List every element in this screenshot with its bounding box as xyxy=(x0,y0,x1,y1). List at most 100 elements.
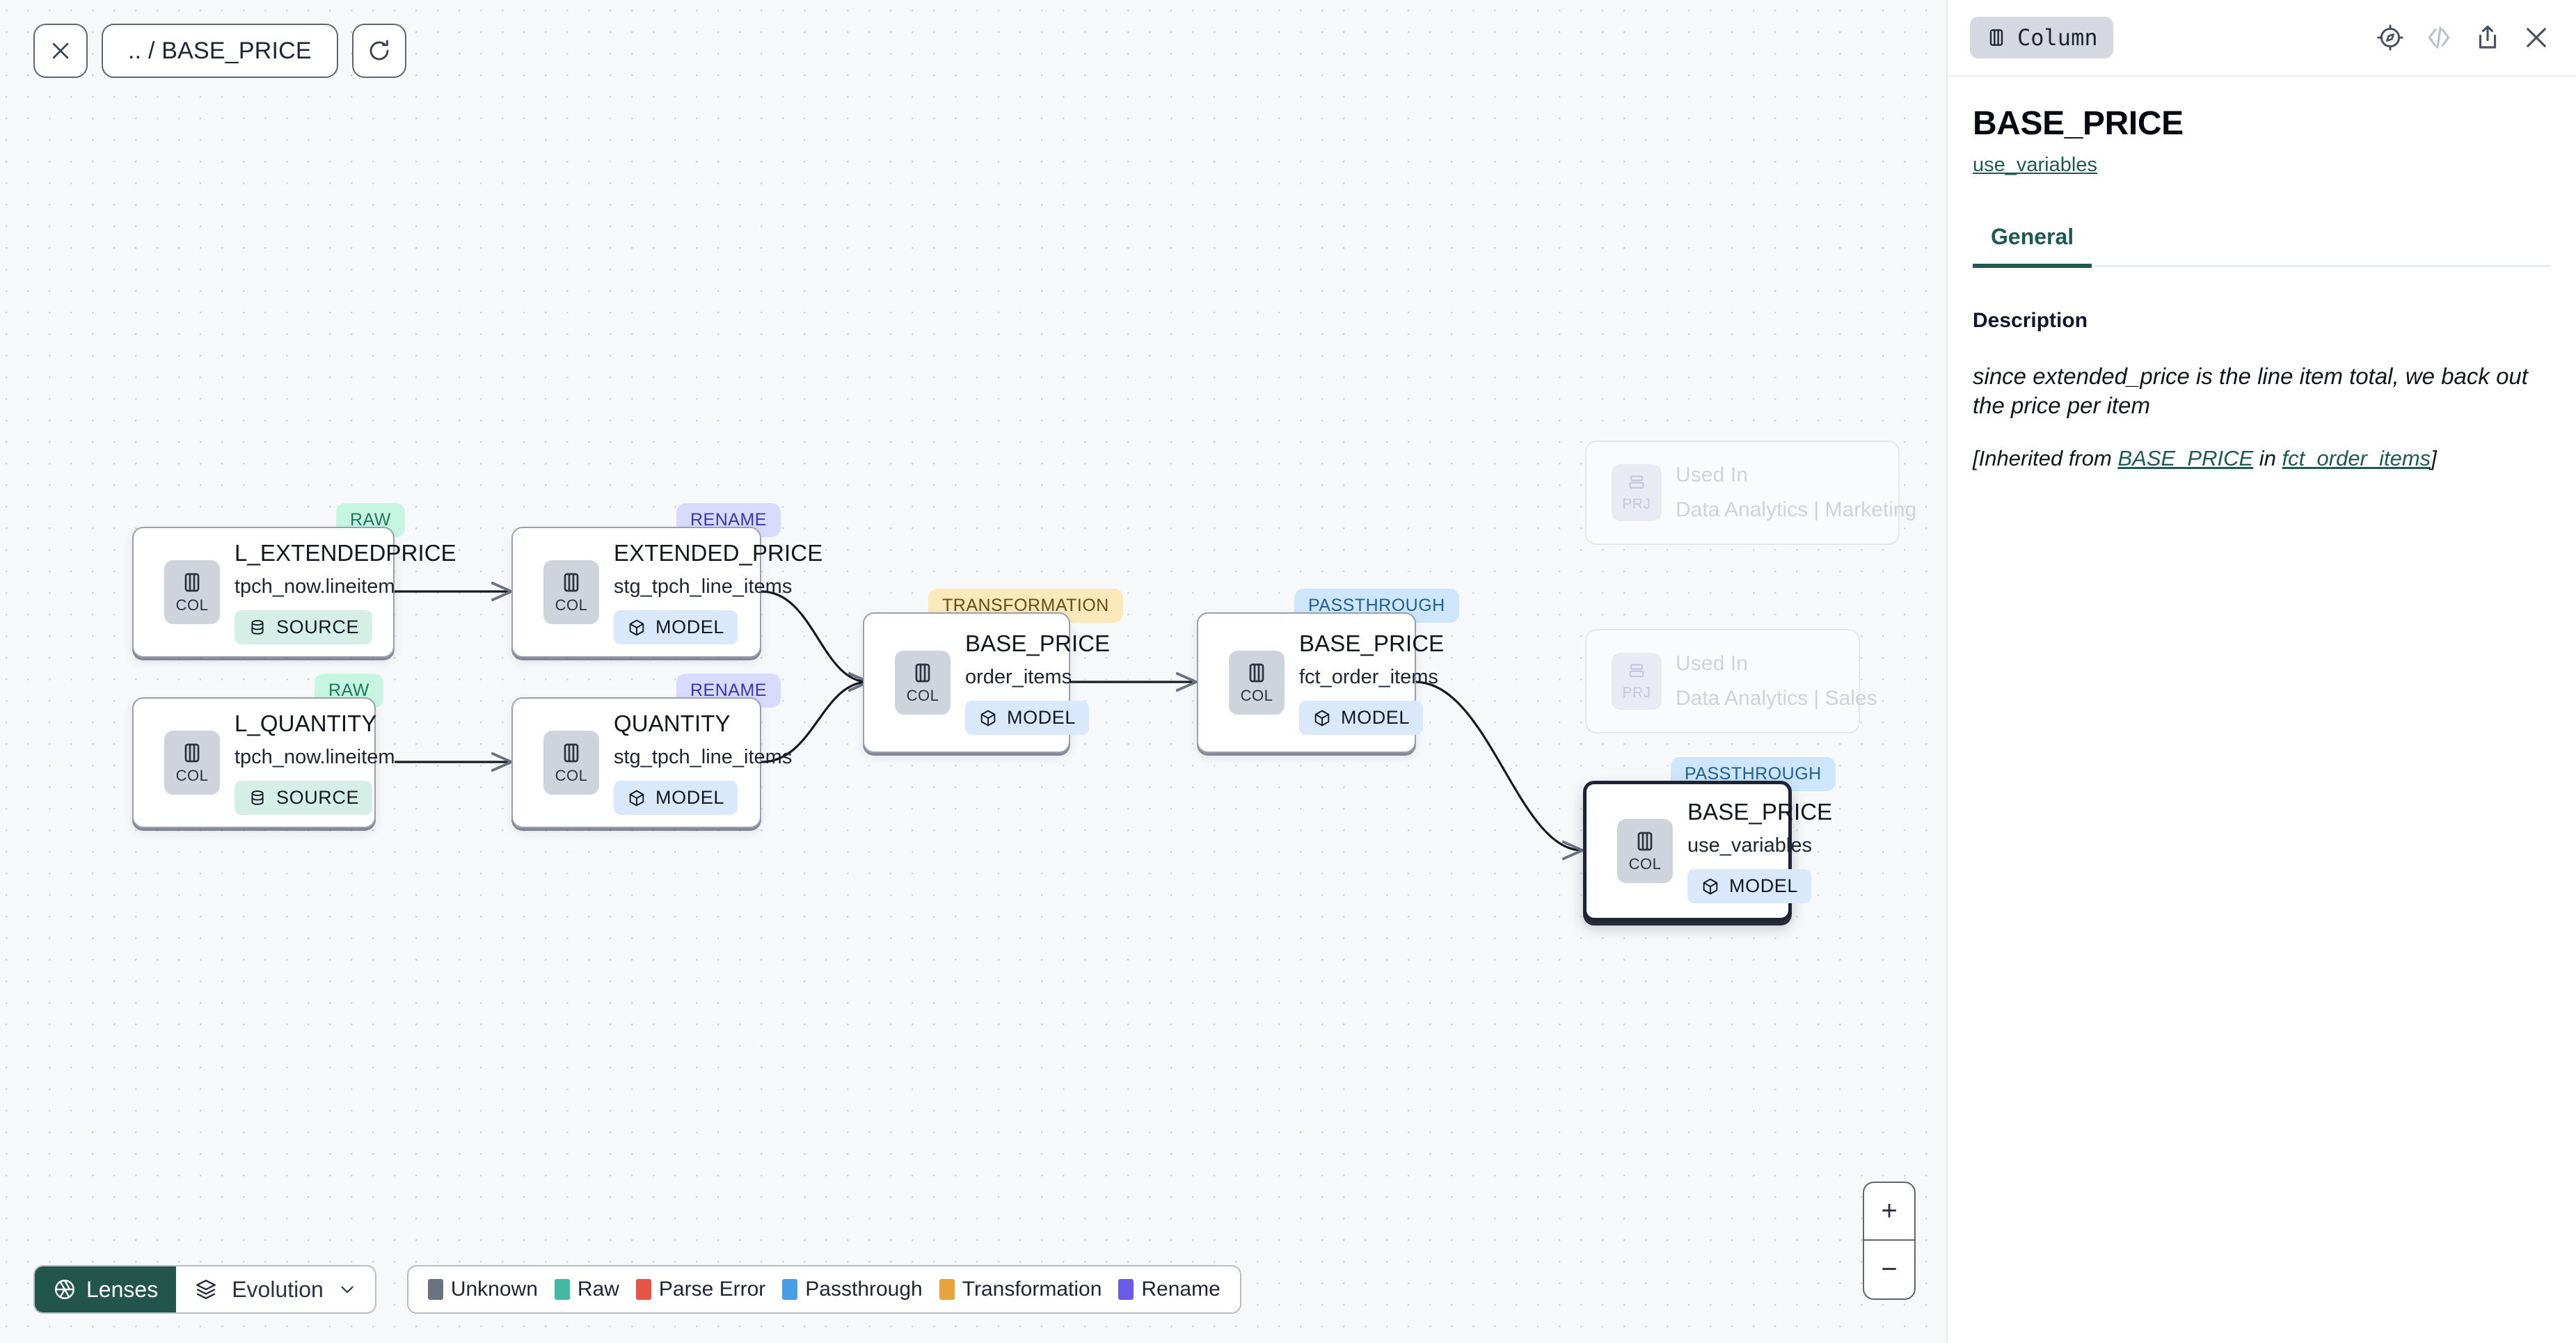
column-icon xyxy=(1249,663,1264,683)
legend-label: Rename xyxy=(1141,1278,1221,1301)
node-kind-pill: MODEL xyxy=(614,781,738,815)
node-kind-label: MODEL xyxy=(655,787,725,808)
legend-item-passthrough[interactable]: Passthrough xyxy=(782,1278,923,1301)
close-icon[interactable] xyxy=(2522,23,2551,52)
close-graph-button[interactable] xyxy=(33,24,88,78)
node-title: QUANTITY xyxy=(614,710,731,736)
legend-swatch xyxy=(554,1279,570,1300)
node-type-chip: COL xyxy=(1229,651,1285,715)
entity-type-chip: Column xyxy=(1970,17,2113,58)
lineage-node-l-quantity[interactable]: COL L_QUANTITY tpch_now.lineitem SOURCE xyxy=(132,697,395,828)
inherited-prefix: [Inherited from xyxy=(1973,446,2118,471)
legend-swatch xyxy=(635,1279,651,1300)
lineage-node-l-extendedprice[interactable]: COL L_EXTENDEDPRICE tpch_now.lineitem SO… xyxy=(132,527,456,658)
node-subtitle: tpch_now.lineitem xyxy=(234,746,395,768)
lineage-canvas[interactable]: .. / BASE_PRICE RAW COL xyxy=(0,0,1946,1343)
explore-compass-icon[interactable] xyxy=(2376,23,2405,52)
node-subtitle: stg_tpch_line_items xyxy=(614,746,793,768)
tab-general[interactable]: General xyxy=(1973,224,2092,268)
node-type-chip: COL xyxy=(895,651,951,715)
zoom-out-button[interactable]: − xyxy=(1881,1254,1898,1285)
node-type-label: COL xyxy=(906,687,939,704)
chevron-down-icon xyxy=(341,1286,353,1294)
description-label: Description xyxy=(1973,309,2088,332)
node-kind-pill: MODEL xyxy=(1299,701,1424,735)
node-type-label: COL xyxy=(1628,855,1662,873)
cube-icon xyxy=(629,619,644,635)
breadcrumb[interactable]: .. / BASE_PRICE xyxy=(102,24,338,78)
zoom-controls: + − xyxy=(1863,1182,1916,1300)
lineage-node-quantity[interactable]: COL QUANTITY stg_tpch_line_items MODEL xyxy=(511,697,792,828)
details-panel-body: BASE_PRICE use_variables General Descrip… xyxy=(1948,77,2576,471)
legend-item-rename[interactable]: Rename xyxy=(1118,1278,1221,1301)
node-type-label: COL xyxy=(555,596,588,614)
node-subtitle: fct_order_items xyxy=(1299,666,1438,688)
node-title: BASE_PRICE xyxy=(1299,630,1445,656)
lenses-button[interactable]: Lenses xyxy=(35,1266,177,1312)
node-kind-label: MODEL xyxy=(655,617,725,637)
node-kind-pill: MODEL xyxy=(1687,869,1812,903)
node-kind-label: MODEL xyxy=(1007,707,1076,728)
node-type-label: COL xyxy=(555,767,588,784)
ghost-node-used-in-sales[interactable]: PRJ Used In Data Analytics | Sales xyxy=(1585,629,1877,733)
column-icon xyxy=(915,663,930,683)
ghost-node-label: Used In xyxy=(1676,463,1749,486)
ghost-node-used-in-marketing[interactable]: PRJ Used In Data Analytics | Marketing xyxy=(1585,440,1916,545)
legend-item-transformation[interactable]: Transformation xyxy=(939,1278,1102,1301)
lineage-node-base-price-fct-order-items[interactable]: COL BASE_PRICE fct_order_items MODEL xyxy=(1197,612,1444,753)
node-body: Used In Data Analytics | Sales xyxy=(1676,652,1877,710)
cube-icon xyxy=(629,790,644,806)
legend-label: Unknown xyxy=(450,1278,538,1301)
legend-item-unknown[interactable]: Unknown xyxy=(427,1278,538,1301)
refresh-button[interactable] xyxy=(351,24,406,78)
ghost-node-title: Data Analytics | Marketing xyxy=(1676,498,1917,521)
node-title: BASE_PRICE xyxy=(1687,799,1833,825)
node-kind-pill: MODEL xyxy=(614,610,738,644)
node-body: BASE_PRICE order_items MODEL xyxy=(965,630,1110,735)
share-icon[interactable] xyxy=(2473,23,2502,52)
legend-swatch xyxy=(427,1279,443,1300)
details-panel: Column xyxy=(1946,0,2576,1343)
ghost-node-title: Data Analytics | Sales xyxy=(1676,687,1877,710)
model-link[interactable]: use_variables xyxy=(1973,154,2097,176)
cube-icon xyxy=(1703,878,1718,894)
bottom-toolbar: Lenses Evolution Unkno xyxy=(33,1265,1241,1314)
node-kind-label: MODEL xyxy=(1729,875,1799,896)
node-type-chip: COL xyxy=(543,731,599,795)
legend-item-raw[interactable]: Raw xyxy=(554,1278,619,1301)
evolution-dropdown[interactable]: Evolution xyxy=(176,1266,375,1312)
node-type-chip: COL xyxy=(543,560,599,624)
database-icon xyxy=(251,790,264,805)
inherited-middle: in xyxy=(2253,446,2282,471)
column-icon xyxy=(1989,29,2003,46)
cube-icon xyxy=(980,710,996,726)
inherited-model-link[interactable]: fct_order_items xyxy=(2282,446,2431,471)
node-body: BASE_PRICE use_variables MODEL xyxy=(1687,799,1832,903)
node-subtitle: tpch_now.lineitem xyxy=(234,575,395,598)
node-type-label: COL xyxy=(175,767,209,784)
node-kind-label: SOURCE xyxy=(276,617,360,637)
column-icon xyxy=(564,743,579,763)
node-title: L_EXTENDEDPRICE xyxy=(234,540,456,566)
inherited-column-link[interactable]: BASE_PRICE xyxy=(2117,446,2254,471)
panel-actions xyxy=(2376,23,2551,52)
node-kind-pill: SOURCE xyxy=(234,610,373,644)
lineage-node-extended-price[interactable]: COL EXTENDED_PRICE stg_tpch_line_items M… xyxy=(511,527,822,658)
page-title: BASE_PRICE xyxy=(1973,105,2184,142)
legend-item-parse-error[interactable]: Parse Error xyxy=(635,1278,765,1301)
node-title: L_QUANTITY xyxy=(234,710,377,736)
zoom-in-button[interactable]: + xyxy=(1864,1183,1914,1241)
inherited-suffix: ] xyxy=(2431,446,2437,471)
lineage-node-base-price-order-items[interactable]: COL BASE_PRICE order_items MODEL xyxy=(863,612,1110,753)
column-icon xyxy=(564,573,579,592)
code-icon[interactable] xyxy=(2424,23,2454,52)
legend-label: Passthrough xyxy=(805,1278,923,1301)
entity-type-label: Column xyxy=(2017,24,2098,51)
close-icon xyxy=(52,42,69,59)
node-body: Used In Data Analytics | Marketing xyxy=(1676,463,1916,522)
legend-swatch xyxy=(1118,1279,1134,1300)
node-body: QUANTITY stg_tpch_line_items MODEL xyxy=(614,710,792,815)
node-type-label: PRJ xyxy=(1622,685,1651,701)
legend-label: Raw xyxy=(577,1278,619,1301)
lineage-node-base-price-use-variables[interactable]: COL BASE_PRICE use_variables MODEL xyxy=(1583,781,1832,921)
